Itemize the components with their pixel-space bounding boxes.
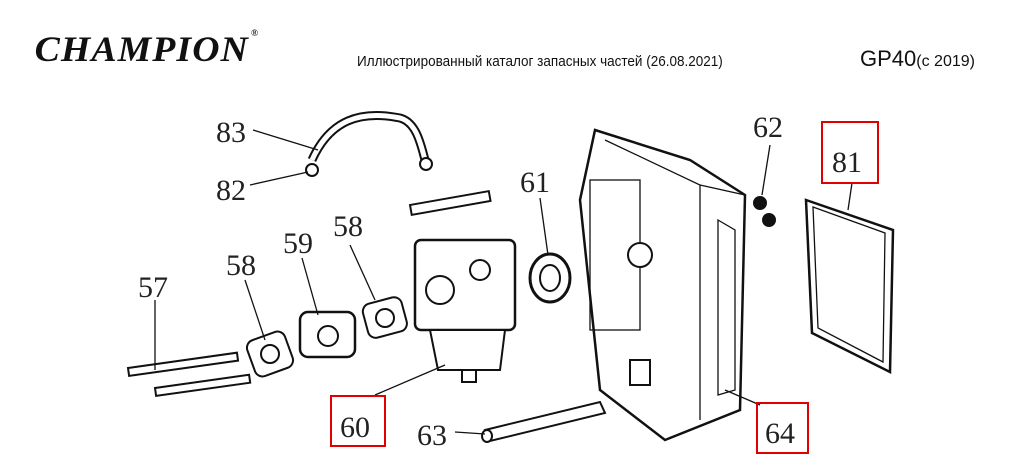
label-57: 57 <box>138 271 168 304</box>
part-57-studs <box>126 351 252 398</box>
catalog-title: Иллюстрированный каталог запасных частей… <box>357 53 723 70</box>
highlight-box-81 <box>821 121 879 184</box>
model-note: (с 2019) <box>916 53 975 70</box>
highlight-box-60 <box>330 395 386 447</box>
label-59: 59 <box>283 227 313 260</box>
label-60: 60 <box>340 411 370 444</box>
registered-mark: ® <box>250 28 260 38</box>
model-name: GP40(с 2019) <box>860 46 975 72</box>
label-82: 82 <box>216 174 246 207</box>
label-63: 63 <box>417 419 447 452</box>
part-64-air-filter-housing <box>578 128 747 442</box>
brand-name: CHAMPION <box>34 29 249 69</box>
leader-lines <box>154 129 853 435</box>
part-58-gasket-right <box>361 296 408 339</box>
part-81-filter-element <box>804 198 895 375</box>
part-59-spacer <box>298 310 357 359</box>
part-63-tube <box>481 400 607 443</box>
part-82-hose-clamps <box>305 157 433 177</box>
label-61: 61 <box>520 166 550 199</box>
part-83-fuel-hose <box>307 110 430 162</box>
label-83: 83 <box>216 116 246 149</box>
part-61-gasket <box>528 252 572 304</box>
label-58-right: 58 <box>333 210 363 243</box>
highlight-box-64 <box>756 402 809 454</box>
label-58-left: 58 <box>226 249 256 282</box>
label-64: 64 <box>765 417 795 450</box>
label-81: 81 <box>832 146 862 179</box>
part-58-gasket-left <box>245 330 295 378</box>
champion-logo: CHAMPION® <box>35 28 259 70</box>
model-code: GP40 <box>860 46 917 71</box>
label-62: 62 <box>753 111 783 144</box>
part-62-nuts <box>753 196 776 227</box>
part-60-carburetor <box>408 189 517 383</box>
